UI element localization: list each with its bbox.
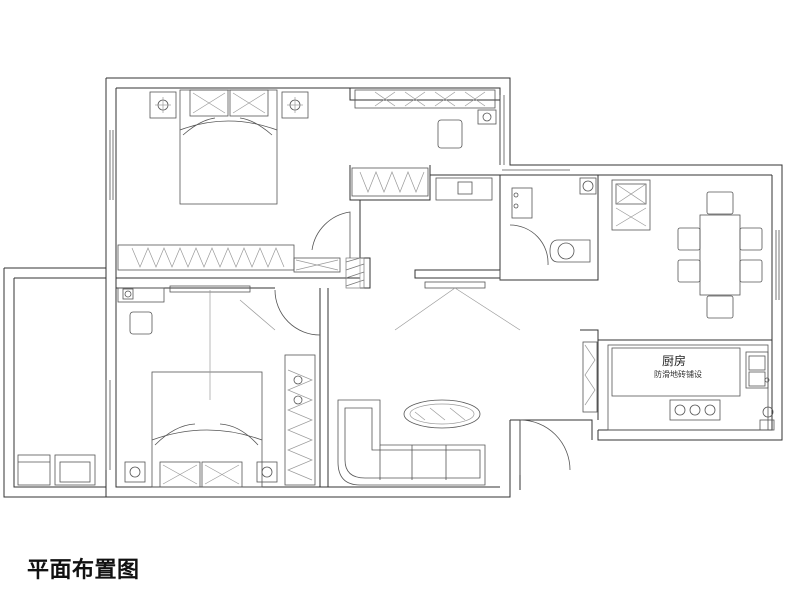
- wardrobe: [117, 244, 295, 271]
- dining-table: [699, 214, 741, 296]
- tv-cabinet: [424, 281, 486, 289]
- dining-area: [611, 179, 763, 319]
- chair: [437, 119, 463, 149]
- desk: [354, 89, 496, 109]
- master-bedroom: [117, 89, 497, 273]
- drawing-caption: 平面布置图: [27, 558, 140, 583]
- double-bed-2: [151, 371, 263, 488]
- living-room: [337, 281, 571, 486]
- kitchen-name: 厨房: [662, 353, 686, 368]
- second-bedroom: [117, 285, 321, 488]
- nightstand-right: [281, 91, 309, 119]
- sofa: [337, 399, 486, 486]
- kitchen-floor-note: 防滑地砖铺设: [654, 369, 702, 379]
- kitchen: 厨房 防滑地砖铺设: [582, 341, 775, 431]
- chair-2: [129, 311, 153, 335]
- stove: [669, 399, 721, 421]
- bathroom: [351, 167, 597, 266]
- interior-walls: [116, 88, 772, 487]
- toilet: [549, 239, 591, 263]
- entry-door-swing: [519, 419, 571, 471]
- double-bed: [179, 89, 278, 205]
- nightstand-left: [149, 91, 177, 119]
- fridge: [611, 179, 651, 231]
- door-swing: [311, 211, 351, 258]
- balcony: [17, 454, 96, 486]
- wardrobe-2: [284, 354, 316, 486]
- misc-lines: [359, 169, 570, 288]
- coffee-table: [403, 399, 481, 429]
- washbasin: [435, 177, 493, 201]
- washing-machine: [17, 454, 51, 486]
- sink: [745, 351, 769, 389]
- sink-laundry: [54, 454, 96, 486]
